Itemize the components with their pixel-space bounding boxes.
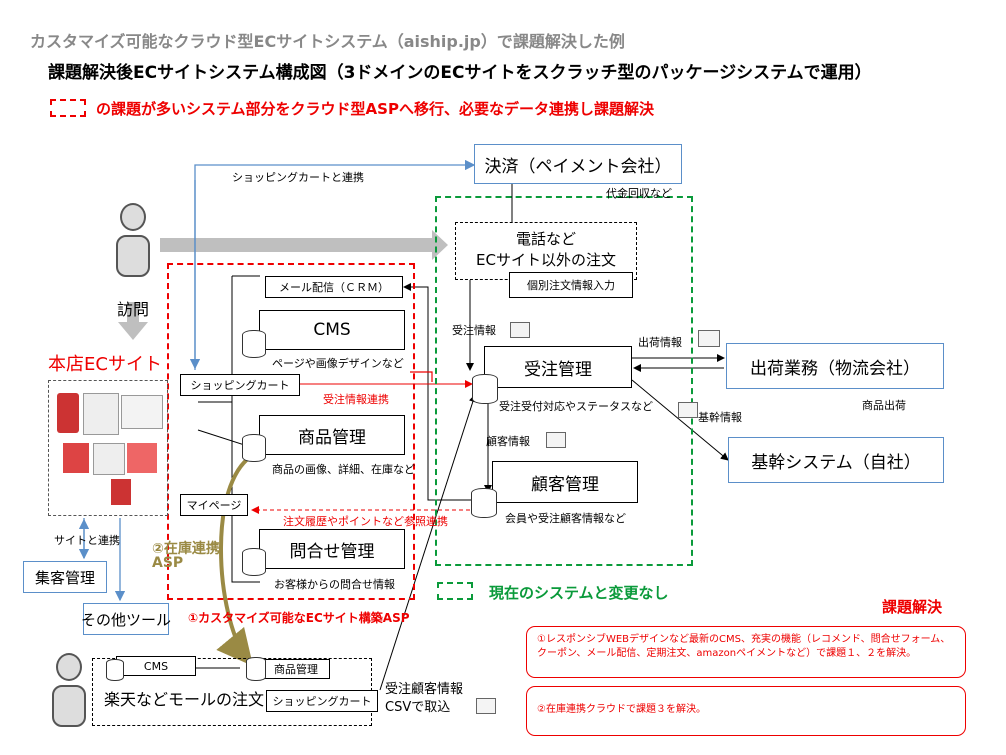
- tablet-screen-image: [83, 393, 119, 435]
- legend-red-text: の課題が多いシステム部分をクラウド型ASPへ移行、必要なデータ連携し課題解決: [96, 100, 654, 118]
- customer-db-icon: [471, 488, 497, 518]
- mobile-screen-image-4: [111, 479, 131, 505]
- shipping-node: 出荷業務（物流会社）: [726, 343, 944, 389]
- customer-mgmt-note: 会員や受注顧客情報など: [505, 512, 626, 525]
- cms-node: CMS: [259, 310, 405, 350]
- legend-green-dashed-swatch: [437, 582, 473, 600]
- order-link-label: 受注情報連携: [323, 393, 389, 406]
- shipping-doc-icon: [698, 330, 720, 347]
- supertitle: カスタマイズ可能なクラウド型ECサイトシステム（aiship.jp）で課題解決し…: [30, 32, 625, 51]
- inquiry-db-icon: [242, 548, 266, 576]
- visit-label: 訪問: [117, 300, 150, 319]
- core-doc-icon: [678, 402, 698, 418]
- visit-arrow-right: [160, 230, 448, 260]
- customer-info-doc-icon: [546, 432, 566, 448]
- product-node: 商品管理: [259, 415, 405, 455]
- csv-doc-icon: [476, 698, 496, 714]
- solutions-title: 課題解決: [882, 598, 943, 616]
- mall-product-node: 商品管理: [262, 659, 330, 679]
- other-tools-node: その他ツール: [81, 603, 171, 635]
- stock-link-curve: [216, 450, 261, 667]
- phone-order-line1: 電話など: [515, 230, 576, 248]
- cart-node: ショッピングカート: [180, 374, 300, 396]
- customer-person-icon: [114, 203, 152, 293]
- order-mgmt-note: 受注受付対応やステータスなど: [499, 400, 653, 413]
- product-note: 商品の画像、詳細、在庫など: [272, 463, 415, 476]
- cms-note: ページや画像デザインなど: [272, 357, 404, 370]
- mall-cart-node: ショッピングカート: [266, 690, 378, 712]
- cms-db-icon: [242, 330, 266, 358]
- mall-person-icon: [50, 653, 88, 743]
- stock-asp-label-2: ASP: [152, 555, 184, 571]
- manual-order-node: 個別注文情報入力: [509, 272, 633, 298]
- solution-2-box: ②在庫連携クラウドで課題３を解決。: [526, 686, 966, 736]
- solution-1-box: ①レスポンシブWEBデザインなど最新のCMS、充実の機能（レコメンド、問合せフォ…: [526, 626, 966, 678]
- mobile-screen-image-3: [127, 443, 157, 473]
- visit-arrow-down: [118, 302, 148, 340]
- shipping-note: 商品出荷: [862, 399, 906, 412]
- stock-asp-label-1: ②在庫連携: [152, 541, 220, 557]
- inquiry-note: お客様からの問合せ情報: [274, 578, 395, 591]
- mobile-screen-image-2: [93, 443, 125, 475]
- solution-1-text: ①レスポンシブWEBデザインなど最新のCMS、充実の機能（レコメンド、問合せフォ…: [537, 634, 951, 659]
- shipping-info-label: 出荷情報: [638, 336, 682, 349]
- customer-info-label: 顧客情報: [486, 435, 530, 448]
- phone-order-node: 電話など ECサイト以外の注文: [455, 222, 637, 280]
- main-site-screenshots: [48, 380, 168, 516]
- core-info-label: 基幹情報: [698, 411, 742, 424]
- order-info-doc-icon: [510, 322, 530, 338]
- mall-cms-node: CMS: [116, 656, 196, 676]
- mall-product-db-icon: [246, 657, 266, 681]
- order-info-label: 受注情報: [452, 324, 496, 337]
- csv-label-2: CSVで取込: [385, 700, 451, 715]
- payment-note: 代金回収など: [606, 187, 672, 200]
- solution-2-text: ②在庫連携クラウドで課題３を解決。: [537, 704, 706, 715]
- cart-link-label: ショッピングカートと連携: [232, 171, 364, 184]
- core-node: 基幹システム（自社）: [728, 437, 944, 483]
- diagram-title: 課題解決後ECサイトシステム構成図（3ドメインのECサイトをスクラッチ型のパッケ…: [48, 63, 872, 83]
- main-site-label: 本店ECサイト: [48, 354, 162, 375]
- payment-node: 決済（ペイメント会社）: [474, 144, 682, 184]
- laptop-screen-image: [121, 395, 163, 429]
- asp-region: [167, 263, 415, 600]
- phone-screen-image: [57, 393, 79, 433]
- ec-asp-label: ①カスタマイズ可能なECサイト構築ASP: [188, 611, 410, 625]
- mall-cms-db-icon: [106, 659, 124, 681]
- mypage-node: マイページ: [180, 494, 248, 516]
- order-mgmt-node: 受注管理: [484, 346, 632, 388]
- order-db-icon: [472, 374, 498, 404]
- site-link-label: サイトと連携: [54, 534, 120, 547]
- attract-node: 集客管理: [23, 561, 107, 593]
- csv-label-1: 受注顧客情報: [385, 682, 464, 697]
- unchanged-region: [435, 196, 693, 566]
- mobile-screen-image-1: [63, 443, 89, 473]
- history-link-label: 注文履歴やポイントなど参照連携: [283, 515, 448, 528]
- customer-mgmt-node: 顧客管理: [492, 461, 638, 503]
- mail-node: メール配信（ＣＲＭ）: [265, 276, 403, 298]
- phone-order-line2: ECサイト以外の注文: [476, 251, 616, 269]
- legend-red-dashed-swatch: [50, 99, 86, 117]
- inquiry-node: 問合せ管理: [259, 529, 405, 569]
- legend-green-text: 現在のシステムと変更なし: [489, 584, 669, 602]
- product-db-icon: [242, 434, 266, 462]
- mall-label: 楽天などモールの注文: [104, 690, 265, 709]
